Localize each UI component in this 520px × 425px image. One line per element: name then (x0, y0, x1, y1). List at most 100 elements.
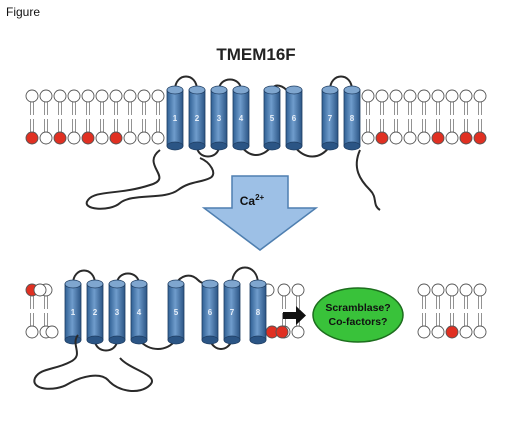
figure-label: Figure (6, 5, 41, 19)
helix-1: 1 (64, 279, 82, 345)
helix-5: 5 (167, 279, 185, 345)
lipid-head-outer (389, 89, 403, 103)
lipid-head-outer (25, 89, 39, 103)
helix-number-5: 5 (174, 308, 179, 317)
lipid-head-inner (109, 131, 123, 145)
lipid-head-inner (417, 131, 431, 145)
lipid-head-outer (95, 89, 109, 103)
helix-number-8: 8 (256, 308, 261, 317)
lipid-head-inner (123, 131, 137, 145)
complex-label-line1: Scramblase? (325, 302, 390, 314)
lipid-head-inner (473, 131, 487, 145)
helices-activated: 1 2 3 4 5 6 7 8 (64, 279, 267, 345)
calcium-arrow: Ca2+ (201, 175, 319, 251)
complex-label-line2: Co-factors? (329, 316, 388, 328)
lipid-head-outer (431, 283, 445, 297)
lipid-head-inner (25, 325, 39, 339)
lipid-head-inner (95, 131, 109, 145)
helix-4: 4 (232, 85, 250, 151)
helix-number-3: 3 (217, 114, 222, 123)
helix-2: 2 (188, 85, 206, 151)
helix-number-7: 7 (328, 114, 333, 123)
lipid-head-outer (53, 89, 67, 103)
lipid-head-outer (67, 89, 81, 103)
helix-7: 7 (321, 85, 339, 151)
lipid-head-outer (375, 89, 389, 103)
lipid-head-outer (417, 89, 431, 103)
helix-7: 7 (223, 279, 241, 345)
helix-2: 2 (86, 279, 104, 345)
lipid-head-outer (445, 89, 459, 103)
lipid-head-outer (459, 89, 473, 103)
lipid-head-outer (137, 89, 151, 103)
lipid-head-outer (473, 89, 487, 103)
lipid-head-inner (67, 131, 81, 145)
lipid-head (45, 325, 59, 339)
membrane-resting (25, 89, 487, 145)
lipid-head-outer (109, 89, 123, 103)
lipid-head-inner (375, 131, 389, 145)
lipid-head-inner (151, 131, 165, 145)
helix-number-5: 5 (270, 114, 275, 123)
helix-number-1: 1 (173, 114, 178, 123)
lipid-head-inner (137, 131, 151, 145)
lipid-head-scrambled (275, 325, 289, 339)
lipid-head-outer (277, 283, 291, 297)
lipid-head-outer (151, 89, 165, 103)
lipid-head (33, 283, 47, 297)
lipid-head-inner (81, 131, 95, 145)
translocation-arrow (283, 306, 306, 325)
lipid-head-inner (459, 325, 473, 339)
lipid-head-outer (431, 89, 445, 103)
helix-number-6: 6 (292, 114, 297, 123)
helix-number-7: 7 (230, 308, 235, 317)
helix-number-3: 3 (115, 308, 120, 317)
lipid-head-inner (291, 325, 305, 339)
helix-number-2: 2 (195, 114, 200, 123)
lipid-head-inner (445, 325, 459, 339)
lipid-head-inner (39, 131, 53, 145)
lipid-head-outer (361, 89, 375, 103)
n-terminus-tail-resting (85, 149, 215, 210)
lipid-head-outer (473, 283, 487, 297)
calcium-label: Ca2+ (240, 193, 265, 208)
lipid-head-inner (361, 131, 375, 145)
helix-8: 8 (249, 279, 267, 345)
helices-resting: 1 2 3 4 5 6 7 8 (166, 85, 361, 151)
lipid-head-outer (403, 89, 417, 103)
helix-6: 6 (285, 85, 303, 151)
helix-number-6: 6 (208, 308, 213, 317)
scramblase-complex: Scramblase? Co-factors? (312, 287, 404, 343)
lipid-head-inner (473, 325, 487, 339)
lipid-head-inner (25, 131, 39, 145)
lipid-head-outer (459, 283, 473, 297)
helix-6: 6 (201, 279, 219, 345)
helix-5: 5 (263, 85, 281, 151)
lipid-head-inner (431, 131, 445, 145)
helix-3: 3 (210, 85, 228, 151)
helix-number-8: 8 (350, 114, 355, 123)
lipid-head-inner (459, 131, 473, 145)
lipid-head-outer (291, 283, 305, 297)
lipid-head-outer (123, 89, 137, 103)
helix-number-2: 2 (93, 308, 98, 317)
lipid-head-inner (403, 131, 417, 145)
loop (231, 266, 259, 285)
n-terminus-tail-activated (33, 334, 153, 392)
helix-number-4: 4 (137, 308, 142, 317)
lipid-head-inner (389, 131, 403, 145)
helix-4: 4 (130, 279, 148, 345)
lipid-head-outer (81, 89, 95, 103)
lipid-head-outer (417, 283, 431, 297)
helix-number-1: 1 (71, 308, 76, 317)
helix-8: 8 (343, 85, 361, 151)
lipid-head-inner (431, 325, 445, 339)
helix-3: 3 (108, 279, 126, 345)
c-terminus-tail-resting (355, 149, 381, 211)
lipid-head-inner (417, 325, 431, 339)
lipid-head-outer (445, 283, 459, 297)
lipid-head-inner (445, 131, 459, 145)
helix-number-4: 4 (239, 114, 244, 123)
helix-1: 1 (166, 85, 184, 151)
